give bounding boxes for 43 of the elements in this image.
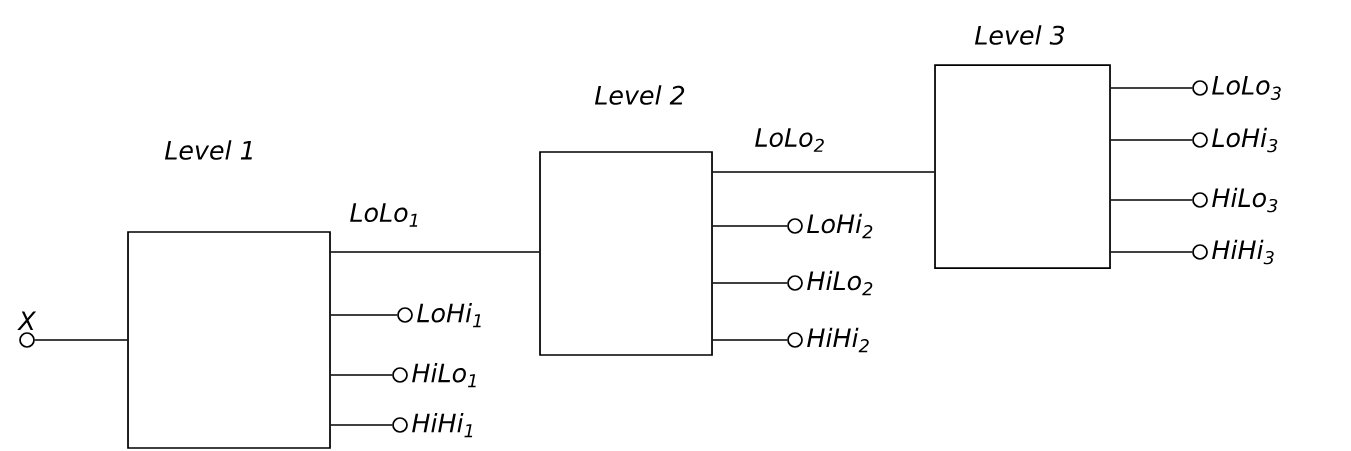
node-label: HiLo$_{1}$ xyxy=(412,362,476,388)
level-box: Level 3 xyxy=(934,25,1111,269)
node-label: HiLo$_{2}$ xyxy=(807,270,873,296)
connector-line xyxy=(34,339,128,341)
output-terminal: HiHi$_{3}$ xyxy=(1192,239,1274,265)
node-label: HiHi$_{2}$ xyxy=(807,327,869,353)
connector-line xyxy=(330,374,393,376)
output-terminal: HiHi$_{2}$ xyxy=(787,327,869,353)
node-label: HiHi$_{3}$ xyxy=(1212,239,1274,265)
connector-line xyxy=(1110,251,1193,253)
connector-line xyxy=(1110,199,1193,201)
node-label: LoHi$_{2}$ xyxy=(807,213,873,239)
connector-line xyxy=(712,171,935,173)
output-terminal: HiLo$_{3}$ xyxy=(1192,187,1278,213)
level-box: Level 1 xyxy=(127,140,331,449)
output-terminal: LoHi$_{2}$ xyxy=(787,213,873,239)
output-terminal: HiLo$_{1}$ xyxy=(392,362,476,388)
connector-line xyxy=(1110,87,1193,89)
node-label: Level 1 xyxy=(164,140,252,160)
node-label: HiLo$_{3}$ xyxy=(1212,187,1278,213)
node-label: Level 3 xyxy=(974,25,1065,45)
edge-label: LoLo$_{2}$ xyxy=(755,128,824,152)
output-terminal: LoHi$_{1}$ xyxy=(397,302,481,328)
node-label: LoHi$_{3}$ xyxy=(1212,127,1278,153)
output-terminal: LoLo$_{3}$ xyxy=(1192,76,1281,100)
output-terminal: X xyxy=(17,311,37,348)
node-label: Level 2 xyxy=(594,85,685,105)
connector-line xyxy=(330,314,398,316)
node-label: LoLo$_{3}$ xyxy=(1212,76,1281,100)
node-label: LoHi$_{1}$ xyxy=(417,302,481,328)
output-terminal: LoHi$_{3}$ xyxy=(1192,127,1278,153)
node-label: X xyxy=(17,311,37,330)
connector-line xyxy=(330,251,540,253)
output-terminal: HiHi$_{1}$ xyxy=(392,412,473,438)
level-box: Level 2 xyxy=(539,85,713,356)
node-label: HiHi$_{1}$ xyxy=(412,412,473,438)
connector-line xyxy=(1110,139,1193,141)
edge-label: LoLo$_{1}$ xyxy=(350,203,418,227)
connector-line xyxy=(330,424,393,426)
connector-line xyxy=(712,339,788,341)
connector-line xyxy=(712,282,788,284)
output-terminal: HiLo$_{2}$ xyxy=(787,270,873,296)
connector-line xyxy=(712,225,788,227)
